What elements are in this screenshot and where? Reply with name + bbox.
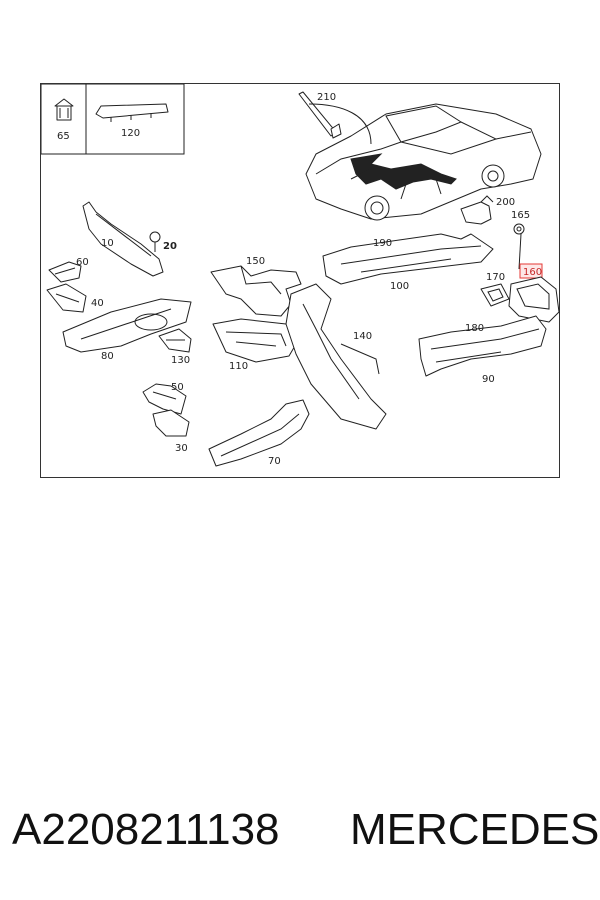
part-70-console [208,399,310,467]
part-80-duct [62,298,192,353]
label-180: 180 [465,323,484,334]
part-130-clip [158,328,192,353]
parts-diagram-drawing: 65 120 210 [41,84,560,467]
part-140-tunnel [285,283,387,430]
part-160-cover [508,276,560,323]
label-110: 110 [229,361,248,372]
label-120: 120 [121,128,140,139]
label-100: 100 [390,281,409,292]
part-150-assembly [210,265,302,317]
part-190-rail [322,233,494,285]
part-10-bracket [82,201,164,277]
part-20-screw [149,231,161,252]
part-210-bracket [298,91,372,145]
part-65-clip [54,98,74,121]
label-30: 30 [175,443,188,454]
label-80: 80 [101,351,114,362]
label-50: 50 [171,382,184,393]
part-180-rail [418,315,547,377]
label-170: 170 [486,272,505,283]
label-150: 150 [246,256,265,267]
car-illustration [305,103,542,221]
leader-160 [518,233,522,270]
part-30-bracket [152,409,190,437]
footer: A2208211138 MERCEDES [0,805,600,865]
label-70: 70 [268,456,281,467]
part-110-tray [212,318,300,363]
part-165-grommet [513,223,525,235]
part-200-bracket [460,195,494,225]
brand-name: MERCEDES [350,805,600,854]
label-210: 210 [317,92,336,103]
label-40: 40 [91,298,104,309]
label-190: 190 [373,238,392,249]
part-170-panel [480,283,510,307]
label-60: 60 [76,257,89,268]
part-60-clip [48,261,82,283]
inset-box-120 [85,84,185,155]
highlight-box-160 [519,263,543,279]
label-200: 200 [496,197,515,208]
label-20: 20 [163,241,177,252]
part-50-bracket [142,383,187,415]
label-160: 160 [523,267,542,278]
label-10: 10 [101,238,114,249]
label-140: 140 [353,331,372,342]
parts-diagram: 65 120 210 [40,83,560,478]
part-120-strip [95,103,169,122]
part-40-bracket [46,283,87,313]
label-90: 90 [482,374,495,385]
part-number: A2208211138 [12,805,280,854]
label-130: 130 [171,355,190,366]
label-165: 165 [511,210,530,221]
label-65: 65 [57,131,70,142]
